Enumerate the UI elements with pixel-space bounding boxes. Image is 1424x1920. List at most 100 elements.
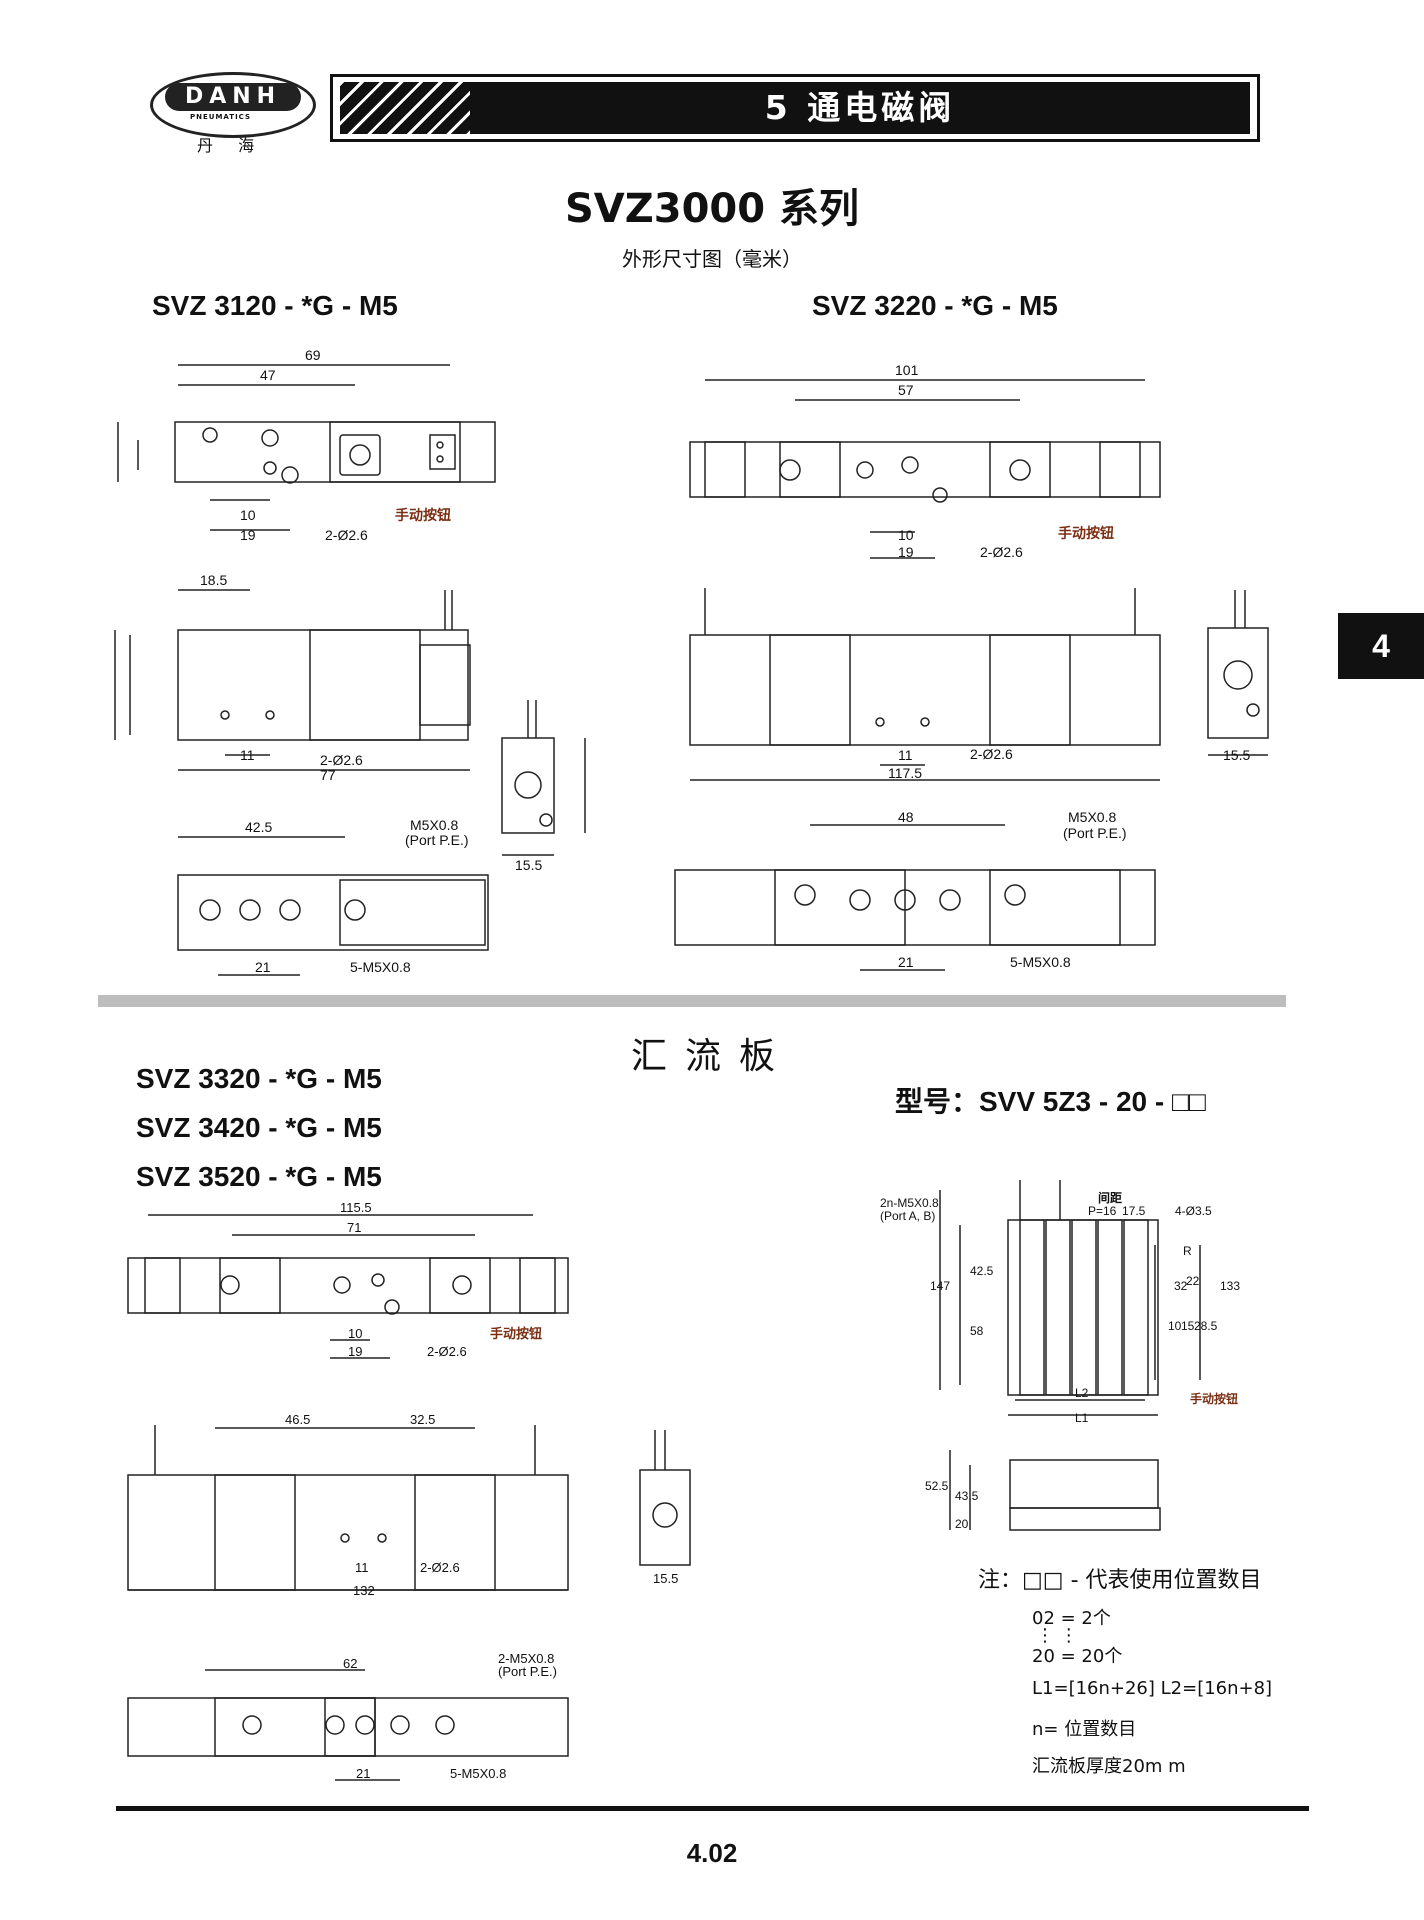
dim-57: 57: [898, 382, 914, 398]
dim-71: 71: [347, 1220, 361, 1235]
drawing-manifold: 2n-M5X0.8 (Port A, B) 间距 P=16 17.5 4-Ø3.…: [880, 1180, 1240, 1531]
dim-52-5: 52.5: [925, 1479, 949, 1493]
m5x2-label: 2-M5X0.8: [498, 1651, 554, 1666]
m5x5-label: 5-M5X0.8: [350, 959, 411, 975]
header-frame: [330, 74, 1260, 142]
dim-11c: 11: [355, 1560, 369, 1575]
manifold-title: 汇流板: [630, 1036, 793, 1077]
dim-15: 15: [1181, 1319, 1195, 1333]
hole-label: 2-Ø2.6: [325, 527, 368, 543]
dim-115-5: 115.5: [340, 1200, 372, 1215]
bottom-view-3220: [674, 869, 1156, 946]
dim-58: 58: [970, 1324, 984, 1338]
manual-button-label-3x20: 手动按钮: [490, 1326, 542, 1341]
note-n: n= 位置数目: [1032, 1719, 1137, 1740]
dim-42-5b: 42.5: [970, 1264, 994, 1278]
note-20: 20 = 20个: [1032, 1646, 1123, 1667]
dim-47: 47: [260, 367, 276, 383]
m5x5-3x20: 5-M5X0.8: [450, 1766, 506, 1781]
dim-19b: 19: [898, 544, 914, 560]
dim-32: 32: [1174, 1279, 1188, 1293]
dim-28-5: 28.5: [1194, 1319, 1218, 1333]
dim-21: 21: [255, 959, 271, 975]
series-title: SVZ3000 系列: [564, 186, 860, 232]
mf-port-sub: (Port A, B): [880, 1209, 935, 1223]
model-title-3420: SVZ 3420 - *G - M5: [136, 1112, 382, 1143]
dim-15-5b: 15.5: [1223, 747, 1250, 763]
dim-19c: 19: [348, 1344, 362, 1359]
dim-10b: 10: [898, 527, 914, 543]
port-pe-label: (Port P.E.): [405, 832, 469, 848]
header-band: [340, 82, 1250, 134]
model-title-3220: SVZ 3220 - *G - M5: [812, 290, 1058, 321]
hole-label-3x20b: 2-Ø2.6: [420, 1560, 460, 1575]
dim-R: R: [1183, 1244, 1192, 1258]
manual-button-label-3220: 手动按钮: [1058, 525, 1114, 541]
section-divider: [98, 995, 1286, 1007]
drawing-svz3x20: 115.5 71 10 19 2-Ø2.6 手动按钮 46.5 32.5 11 …: [127, 1200, 691, 1781]
top-view-body: [174, 421, 496, 483]
dim-48: 48: [898, 809, 914, 825]
dim-22: 22: [1186, 1274, 1200, 1288]
logo-cn: 丹 海: [197, 136, 265, 155]
port-label: M5X0.8: [410, 817, 458, 833]
dim-117-5: 117.5: [888, 765, 922, 781]
dim-46-5: 46.5: [285, 1412, 310, 1427]
mf-port-label: 2n-M5X0.8: [880, 1196, 939, 1210]
dim-17-5: 17.5: [1122, 1204, 1146, 1218]
hole-label-3220: 2-Ø2.6: [980, 544, 1023, 560]
pitch-label: 间距: [1098, 1190, 1122, 1205]
dim-18-5: 18.5: [200, 572, 227, 588]
dim-10c: 10: [348, 1326, 362, 1341]
bottom-rule: [116, 1806, 1309, 1811]
drawing-svz3120: 69 47 10 19 2-Ø2.6 手动按钮 18.5 11 2-Ø2.6 7…: [114, 347, 586, 976]
pitch-value: P=16: [1088, 1204, 1117, 1218]
model-title-3520: SVZ 3520 - *G - M5: [136, 1161, 382, 1192]
note-dots: ⋮ ⋮: [1036, 1625, 1078, 1646]
dim-10d: 10: [1168, 1319, 1182, 1333]
side-view-3220: [689, 634, 1161, 746]
dim-21b: 21: [898, 954, 914, 970]
dim-32-5: 32.5: [410, 1412, 435, 1427]
section-tab[interactable]: 4: [1338, 613, 1424, 679]
hole-label-2: 2-Ø2.6: [320, 752, 363, 768]
dim-20-mf: 20: [955, 1517, 969, 1531]
port-pe-3220: (Port P.E.): [1063, 825, 1127, 841]
dim-132: 132: [353, 1583, 375, 1598]
dim-11b: 11: [898, 747, 913, 763]
dim-77: 77: [320, 767, 336, 783]
dim-101: 101: [895, 362, 919, 378]
note-l1-l2: L1=[16n+26] L2=[16n+8]: [1032, 1678, 1273, 1699]
dim-69: 69: [305, 347, 321, 363]
logo: DANH: [165, 83, 301, 111]
header-hatch: [340, 82, 470, 134]
model-title-3120: SVZ 3120 - *G - M5: [152, 290, 398, 321]
logo-oval: [150, 72, 316, 138]
manifold-note-head: 注：□□ - 代表使用位置数目: [978, 1568, 1262, 1593]
dim-11: 11: [240, 747, 255, 763]
dim-L1: L1: [1075, 1411, 1089, 1425]
dim-62: 62: [343, 1656, 357, 1671]
top-view-body-3220: [689, 441, 1161, 498]
dim-147: 147: [930, 1279, 950, 1293]
note-thickness: 汇流板厚度20m m: [1032, 1756, 1186, 1777]
dim-21c: 21: [356, 1766, 370, 1781]
port-pe-3x20: (Port P.E.): [498, 1664, 557, 1679]
dim-42-5: 42.5: [245, 819, 272, 835]
page-number: 4.02: [686, 1838, 738, 1868]
port-label-3220: M5X0.8: [1068, 809, 1116, 825]
holes-label: 4-Ø3.5: [1175, 1204, 1212, 1218]
page-header-title: 5 通电磁阀: [764, 88, 956, 127]
dim-10: 10: [240, 507, 256, 523]
dim-133: 133: [1220, 1279, 1240, 1293]
manifold-model-number: 型号：SVV 5Z3 - 20 - □□: [895, 1086, 1206, 1117]
note-02: 02 = 2个: [1032, 1608, 1111, 1629]
dim-15-5c: 15.5: [653, 1571, 678, 1586]
manual-button-label-mf: 手动按钮: [1190, 1391, 1238, 1406]
dim-43-5: 43.5: [955, 1489, 979, 1503]
dim-L2: L2: [1075, 1386, 1089, 1400]
hole-label-3x20: 2-Ø2.6: [427, 1344, 467, 1359]
m5x5-3220: 5-M5X0.8: [1010, 954, 1071, 970]
drawing-svz3220: 101 57 10 19 2-Ø2.6 手动按钮 11 2-Ø2.6 117.5…: [674, 362, 1269, 971]
manual-button-label: 手动按钮: [395, 507, 451, 523]
